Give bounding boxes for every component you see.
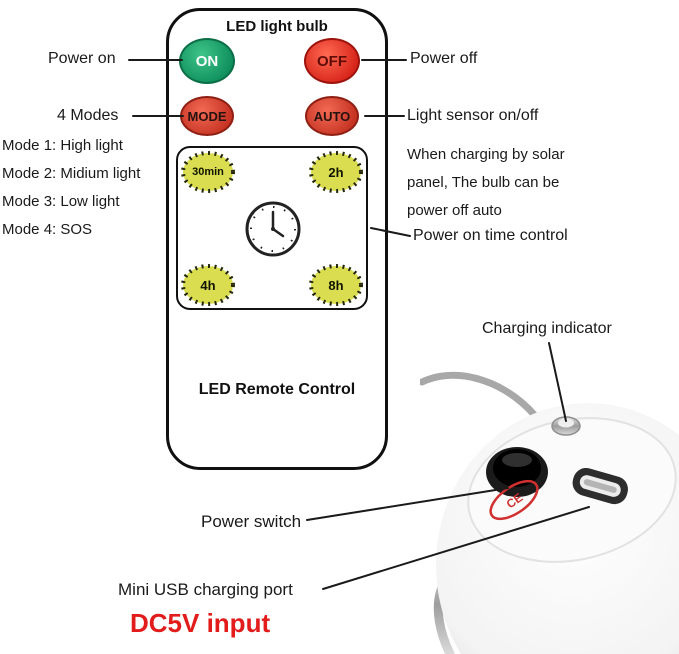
solar-note-line-2: panel, The bulb can be xyxy=(407,174,560,191)
bulb-base-illustration: CE xyxy=(420,371,679,654)
timer-4h-label: 4h xyxy=(200,277,216,293)
power-on-label: Power on xyxy=(48,50,116,67)
power-cable xyxy=(420,371,544,426)
timer-30min-label: 30min xyxy=(192,166,224,178)
light-sensor-label: Light sensor on/off xyxy=(407,107,539,124)
timer-8h-button[interactable]: 8h xyxy=(308,263,364,307)
clock-icon xyxy=(244,200,302,258)
timer-dial-icon xyxy=(181,264,235,306)
power-off-button[interactable]: OFF xyxy=(304,38,360,84)
power-off-label: Power off xyxy=(410,50,478,67)
mode-1-label: Mode 1: High light xyxy=(2,137,123,154)
charging-indicator-led xyxy=(551,416,581,436)
mode-4-label: Mode 4: SOS xyxy=(2,221,93,238)
dc5v-input-label: DC5V input xyxy=(130,608,271,638)
timer-section: 30min 2h 4h xyxy=(176,146,368,310)
mode-list: Mode 1: High light Mode 2: Midium light … xyxy=(2,132,140,244)
mode-button[interactable]: MODE xyxy=(180,96,234,136)
solar-charging-note: When charging by solar panel, The bulb c… xyxy=(407,141,565,225)
power-switch-button[interactable] xyxy=(486,447,548,497)
remote-footer-label: LED Remote Control xyxy=(198,381,356,398)
micro-usb-port[interactable] xyxy=(570,465,632,507)
timer-30min-button[interactable]: 30min xyxy=(180,150,236,194)
power-on-button[interactable]: ON xyxy=(179,38,235,84)
auto-button[interactable]: AUTO xyxy=(305,96,359,136)
time-control-label: Power on time control xyxy=(413,227,568,244)
mode-3-label: Mode 3: Low light xyxy=(2,193,120,210)
timer-dial-icon xyxy=(181,151,235,193)
timer-4h-button[interactable]: 4h xyxy=(180,263,236,307)
timer-dial-icon xyxy=(309,264,363,306)
solar-note-line-3: power off auto xyxy=(407,202,502,219)
charging-indicator-label: Charging indicator xyxy=(482,320,612,337)
timer-2h-label: 2h xyxy=(328,164,344,180)
modes-label: 4 Modes xyxy=(57,107,119,124)
bulb-base-photo: CE xyxy=(420,360,679,654)
power-switch-label: Power switch xyxy=(201,512,302,531)
timer-2h-button[interactable]: 2h xyxy=(308,150,364,194)
solar-note-line-1: When charging by solar xyxy=(407,146,565,163)
mode-2-label: Mode 2: Midium light xyxy=(2,165,141,182)
timer-dial-icon xyxy=(309,151,363,193)
remote-title: LED light bulb xyxy=(226,18,328,35)
timer-8h-label: 8h xyxy=(328,277,344,293)
remote-control: LED light bulb ON OFF MODE AUTO 30min 2h xyxy=(166,8,388,470)
usb-port-label: Mini USB charging port xyxy=(118,580,293,599)
